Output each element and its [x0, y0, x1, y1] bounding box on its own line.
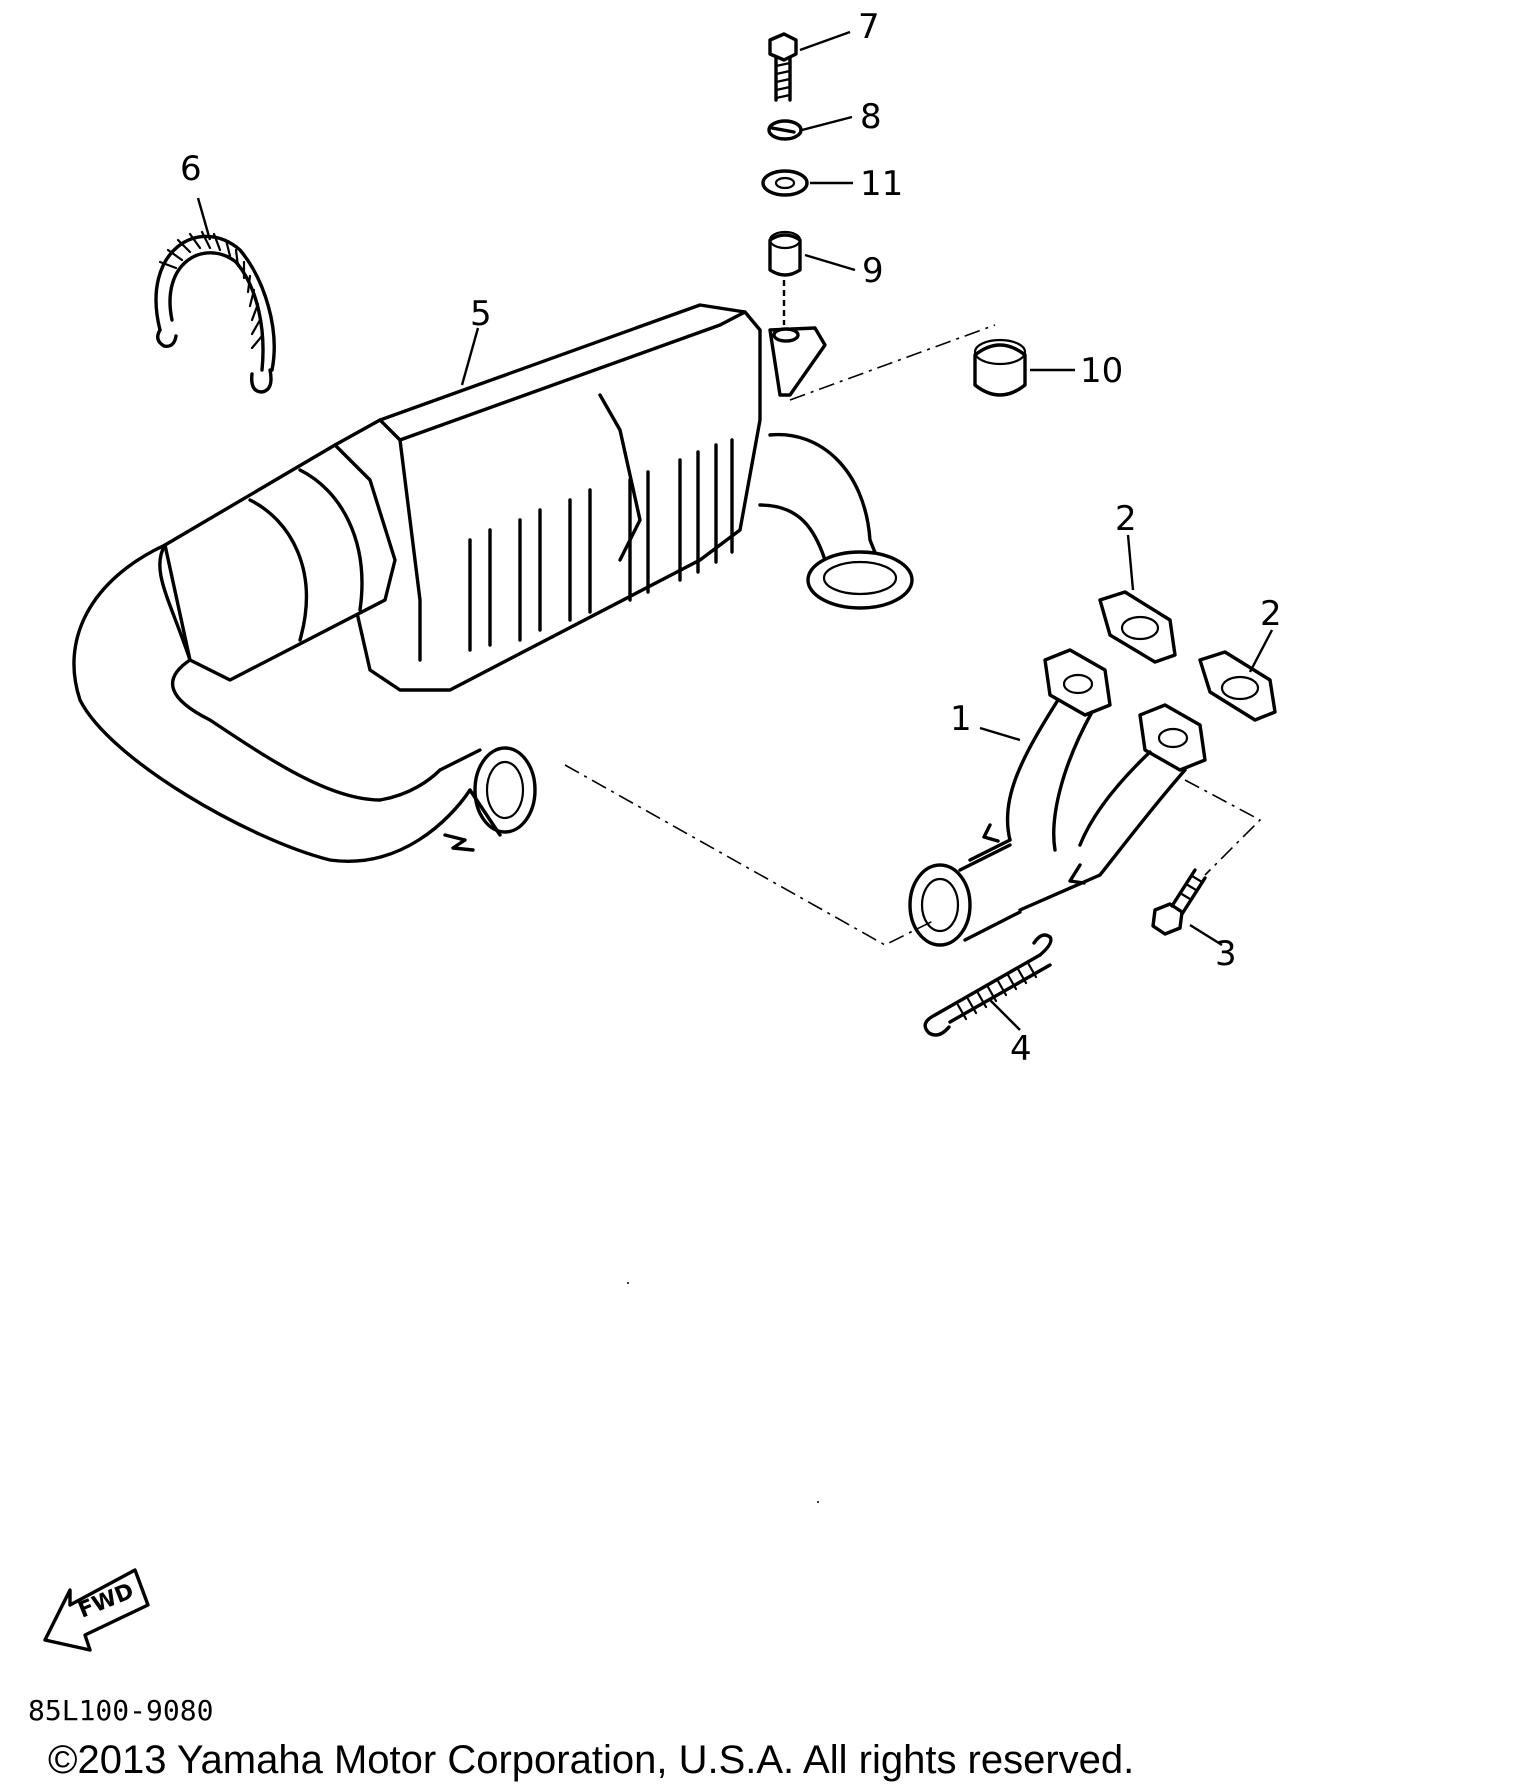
spring-hook-part-6: [154, 230, 276, 394]
header-pipe-part-1: [908, 648, 1207, 947]
bolt-part-3: [1151, 868, 1207, 936]
callout-6: 6: [180, 149, 202, 189]
forward-direction-arrow-icon: FWD: [43, 1568, 150, 1652]
grommet-part-10: [973, 338, 1027, 397]
gasket-part-2-lower: [1198, 650, 1277, 722]
callout-3: 3: [1215, 934, 1237, 974]
callout-8: 8: [860, 97, 882, 137]
muffler-part-5: [72, 303, 914, 863]
gasket-part-2-upper: [1098, 590, 1177, 664]
spring-part-4: [923, 933, 1053, 1037]
callout-4: 4: [1010, 1029, 1032, 1069]
copyright-notice: ©2013 Yamaha Motor Corporation, U.S.A. A…: [48, 1738, 1135, 1782]
callout-2-upper: 2: [1115, 499, 1137, 539]
callout-2-lower: 2: [1260, 594, 1282, 634]
assembly-guide-lines: [564, 324, 1262, 946]
callout-1: 1: [950, 699, 972, 739]
callout-leaders: [196, 30, 1274, 1031]
callout-11: 11: [860, 164, 903, 204]
mount-hardware-stack: [761, 32, 809, 325]
diagram-code: 85L100-9080: [28, 1694, 214, 1727]
callout-9: 9: [862, 251, 884, 291]
callout-numbers: 1 2 2 3 4 5 6 7 8 9 10 11: [180, 7, 1282, 1069]
callout-10: 10: [1080, 351, 1123, 391]
callout-7: 7: [858, 7, 880, 47]
callout-5: 5: [470, 294, 492, 334]
